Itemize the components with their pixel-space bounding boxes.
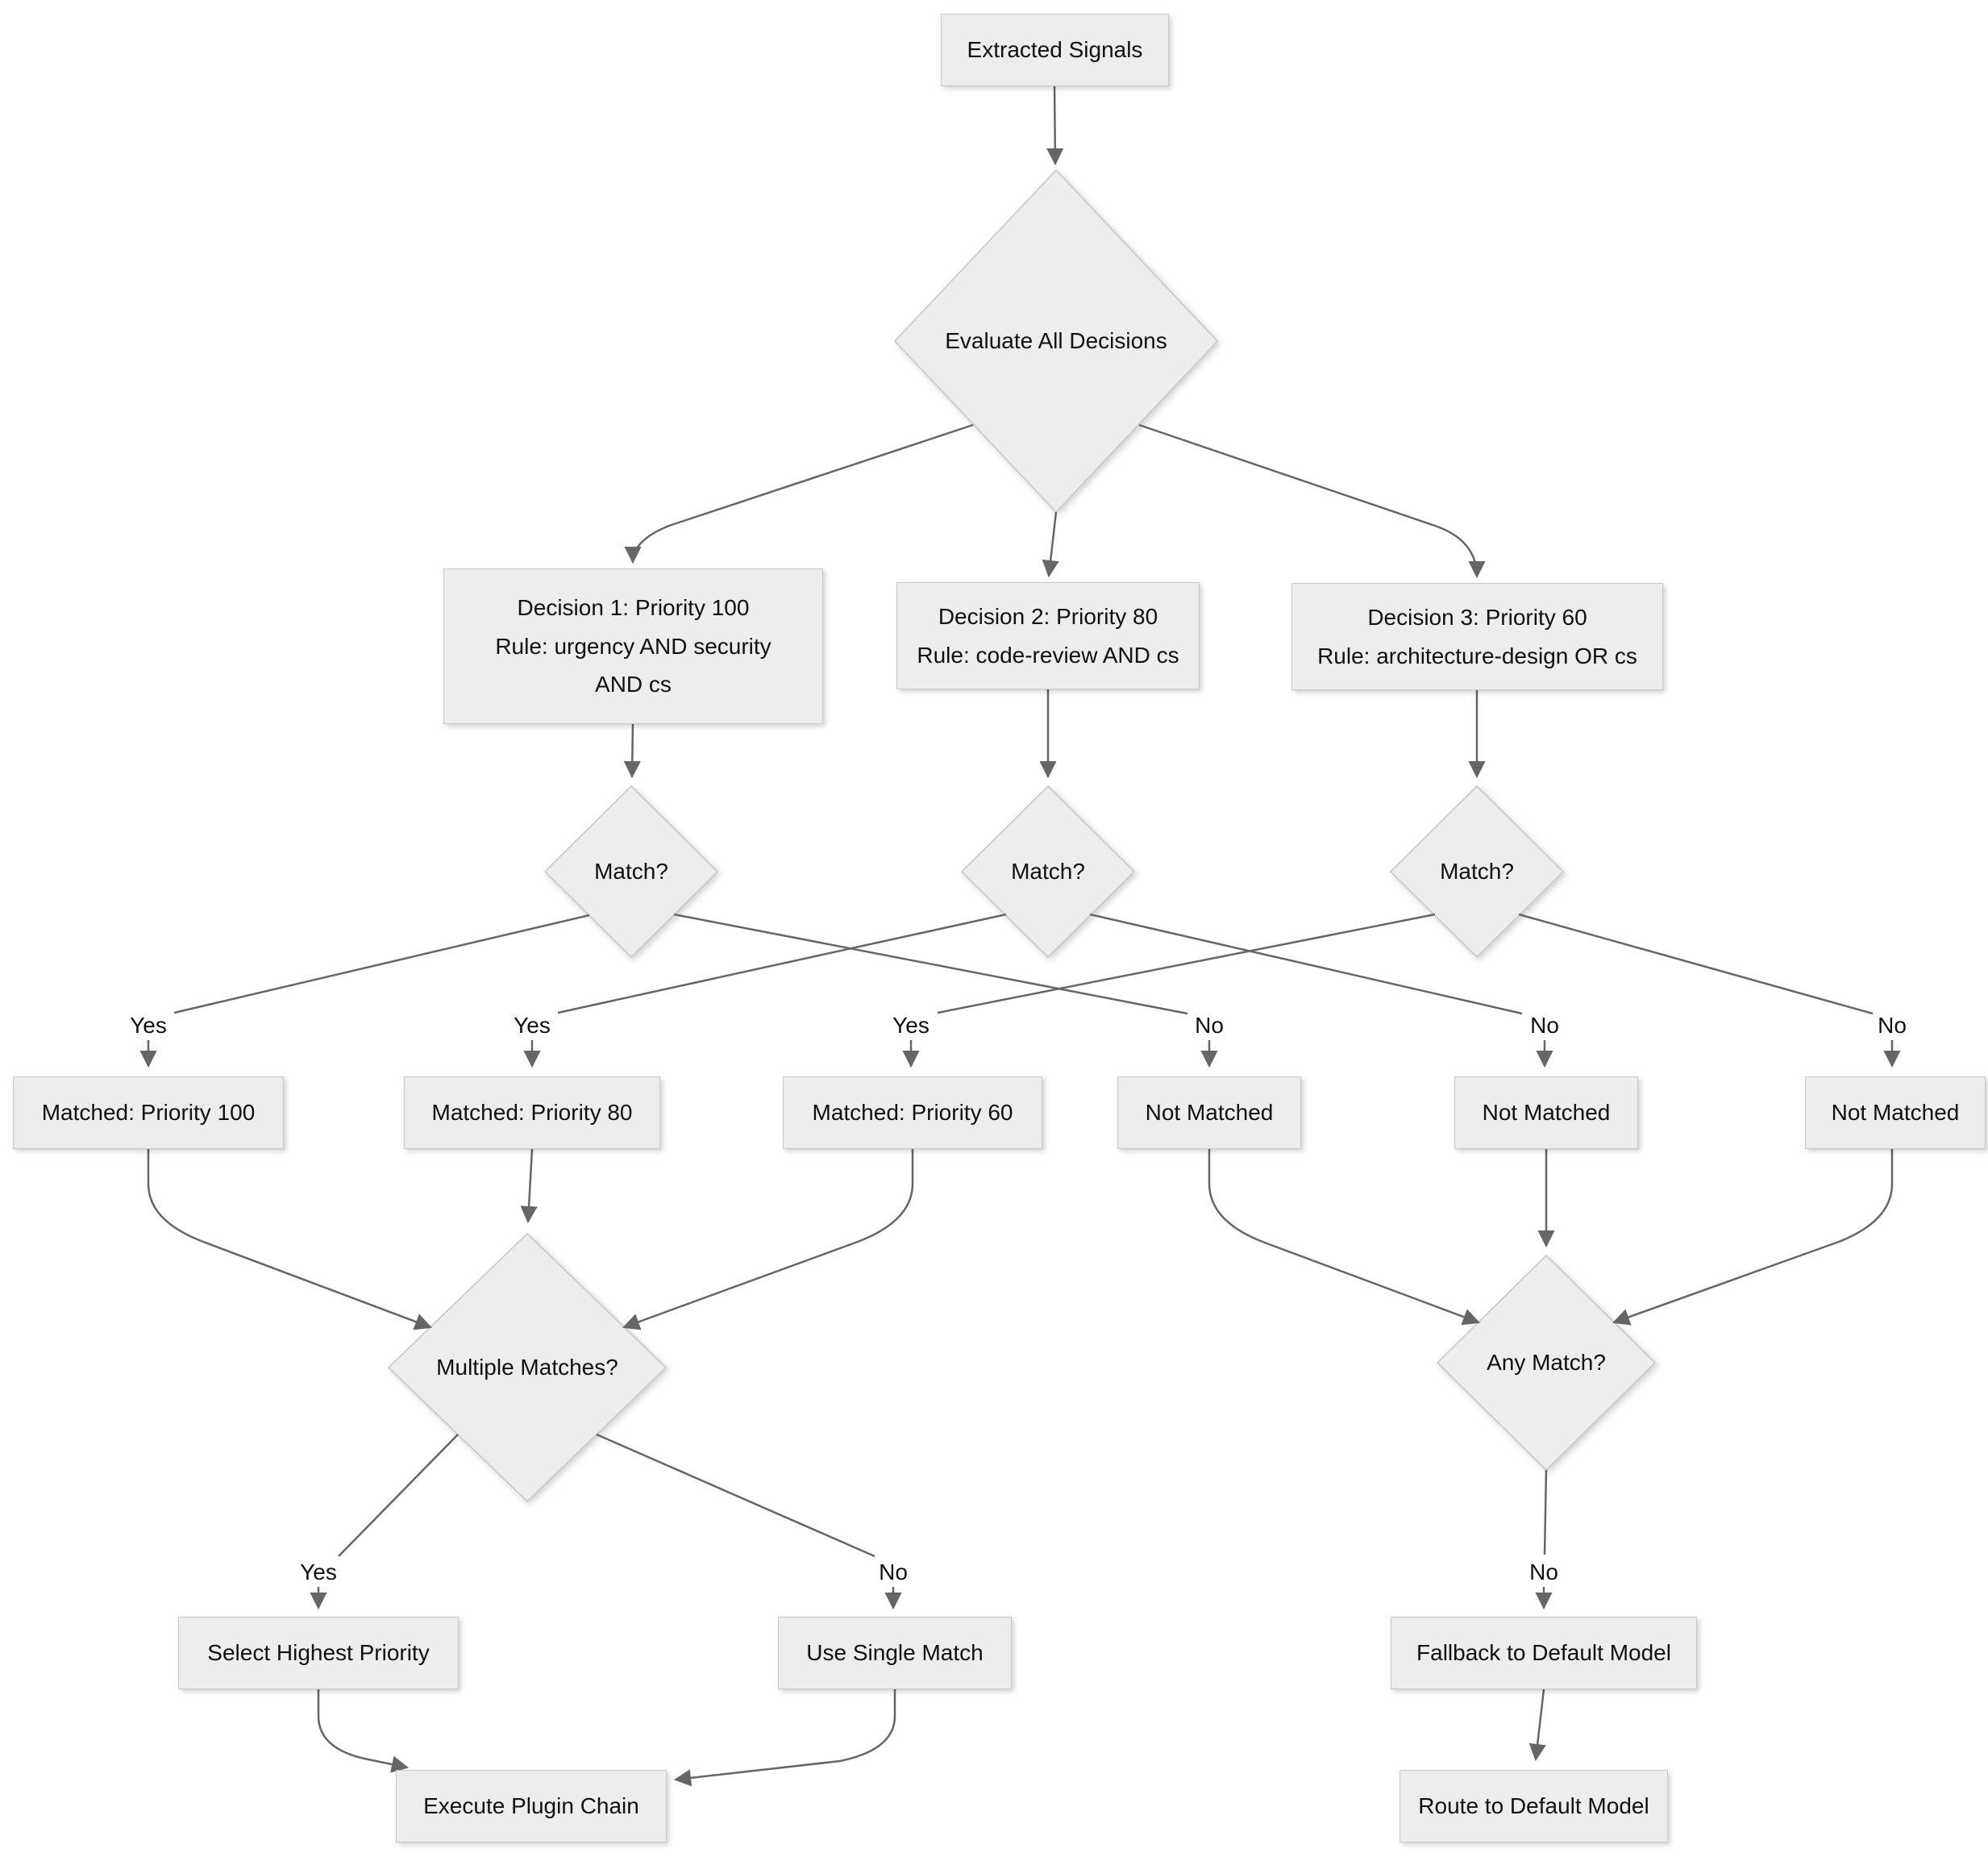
edge-label-yes-match2: Yes bbox=[514, 1013, 551, 1038]
edge-label-no-match2: No bbox=[1530, 1013, 1559, 1038]
edge-match2-yes bbox=[557, 913, 1007, 1014]
edge-decision1-to-match1 bbox=[623, 723, 641, 779]
edge-label-yes-multiple: Yes bbox=[300, 1559, 337, 1584]
edge-matched100-to-multiple bbox=[147, 1149, 432, 1330]
node-use-single-match: Use Single Match bbox=[778, 1617, 1012, 1689]
edge-usesingle-to-execute bbox=[673, 1689, 896, 1787]
node-decision-2: Decision 2: Priority 80 Rule: code-revie… bbox=[896, 582, 1200, 689]
node-select-highest-priority: Select Highest Priority bbox=[178, 1617, 459, 1689]
label-multiple-matches: Multiple Matches? bbox=[436, 1355, 618, 1380]
edge-match1-no bbox=[673, 913, 1188, 1015]
edge-match3-yes bbox=[937, 913, 1436, 1014]
label-any-match: Any Match? bbox=[1487, 1350, 1606, 1375]
edge-notmatched3-to-anymatch bbox=[1612, 1149, 1894, 1326]
edge-label-yes-match3: Yes bbox=[892, 1013, 930, 1038]
edge-matched80-to-multiple bbox=[520, 1148, 538, 1224]
node-matched-priority-80: Matched: Priority 80 bbox=[404, 1076, 660, 1149]
edge-match1-yes bbox=[173, 914, 590, 1014]
label-match-3: Match? bbox=[1440, 859, 1514, 884]
edge-label-no-multiple: No bbox=[879, 1559, 908, 1584]
edge-matched60-to-multiple bbox=[622, 1149, 914, 1330]
node-execute-plugin-chain: Execute Plugin Chain bbox=[396, 1770, 667, 1842]
edge-label-no-match1: No bbox=[1195, 1013, 1224, 1038]
edge-label-yes-match1: Yes bbox=[130, 1013, 167, 1038]
node-extracted-signals: Extracted Signals bbox=[941, 14, 1169, 86]
label-match-2: Match? bbox=[1011, 859, 1085, 884]
edge-signals-to-evaluate bbox=[1046, 85, 1064, 166]
edge-fallback-to-route bbox=[1528, 1688, 1546, 1762]
edge-label-no-anymatch: No bbox=[1529, 1559, 1558, 1584]
node-matched-priority-60: Matched: Priority 60 bbox=[783, 1076, 1042, 1149]
node-decision-3: Decision 3: Priority 60 Rule: architectu… bbox=[1291, 583, 1663, 690]
edge-multiple-yes bbox=[338, 1434, 459, 1557]
node-route-to-default-model: Route to Default Model bbox=[1400, 1770, 1668, 1842]
edge-anymatch-no bbox=[1543, 1469, 1548, 1555]
edge-evaluate-to-decision1 bbox=[624, 423, 974, 564]
node-matched-priority-100: Matched: Priority 100 bbox=[13, 1076, 284, 1149]
edge-evaluate-to-decision3 bbox=[1138, 423, 1486, 579]
node-not-matched-3: Not Matched bbox=[1805, 1076, 1986, 1149]
node-fallback-to-default-model: Fallback to Default Model bbox=[1391, 1617, 1697, 1689]
node-not-matched-1: Not Matched bbox=[1117, 1076, 1301, 1149]
label-match-1: Match? bbox=[594, 859, 668, 884]
node-decision-1: Decision 1: Priority 100 Rule: urgency A… bbox=[443, 568, 823, 724]
label-evaluate-all-decisions: Evaluate All Decisions bbox=[945, 328, 1167, 353]
edge-evaluate-to-decision2 bbox=[1042, 511, 1059, 578]
edge-match3-no bbox=[1518, 913, 1874, 1015]
edge-match2-no bbox=[1089, 913, 1523, 1015]
edge-label-no-match3: No bbox=[1878, 1013, 1907, 1038]
edge-notmatched1-to-anymatch bbox=[1208, 1149, 1480, 1326]
edge-selecthighest-to-execute bbox=[317, 1689, 410, 1773]
node-not-matched-2: Not Matched bbox=[1454, 1076, 1638, 1149]
edge-multiple-no bbox=[596, 1433, 875, 1558]
